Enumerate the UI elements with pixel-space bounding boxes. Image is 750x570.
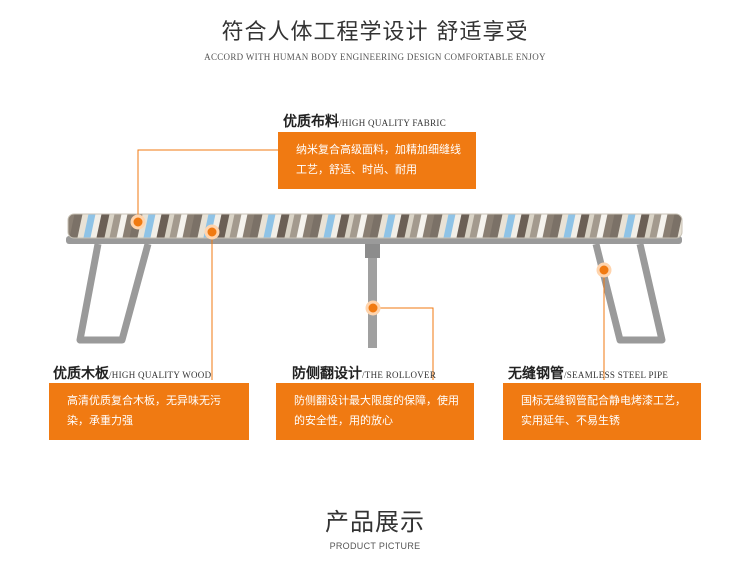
feature-fabric-title: 优质布料 — [283, 114, 339, 130]
feature-wood-title: 优质木板 — [53, 366, 109, 382]
section-title: 产品展示 — [325, 508, 425, 536]
feature-steel-title: 无缝钢管 — [508, 366, 564, 382]
page-title: 符合人体工程学设计 舒适享受 — [221, 20, 529, 45]
feature-wood-subtitle: /HIGH QUALITY WOOD — [109, 370, 212, 380]
feature-steel-subtitle: /SEAMLESS STEEL PIPE — [564, 370, 669, 380]
feature-steel-label: 无缝钢管/SEAMLESS STEEL PIPE — [508, 363, 668, 383]
feature-steel-description: 国标无缝钢管配合静电烤漆工艺，实用延年、不易生锈 — [503, 383, 701, 440]
feature-wood-description: 高清优质复合木板，无异味无污染，承重力强 — [49, 383, 249, 440]
page-subtitle: ACCORD WITH HUMAN BODY ENGINEERING DESIG… — [204, 52, 546, 62]
feature-rollover-subtitle: /THE ROLLOVER — [362, 370, 437, 380]
feature-rollover-description: 防侧翻设计最大限度的保障，使用的安全性，用的放心 — [276, 383, 474, 440]
section-subtitle: PRODUCT PICTURE — [329, 541, 421, 551]
feature-wood-label: 优质木板/HIGH QUALITY WOOD — [53, 363, 211, 383]
feature-fabric-subtitle: /HIGH QUALITY FABRIC — [339, 118, 446, 128]
feature-fabric-label: 优质布料/HIGH QUALITY FABRIC — [283, 111, 446, 131]
feature-rollover-title: 防侧翻设计 — [292, 366, 362, 382]
feature-fabric-description: 纳米复合高级面料，加精加细缝线工艺，舒适、时尚、耐用 — [278, 132, 476, 189]
feature-rollover-label: 防侧翻设计/THE ROLLOVER — [292, 363, 436, 383]
